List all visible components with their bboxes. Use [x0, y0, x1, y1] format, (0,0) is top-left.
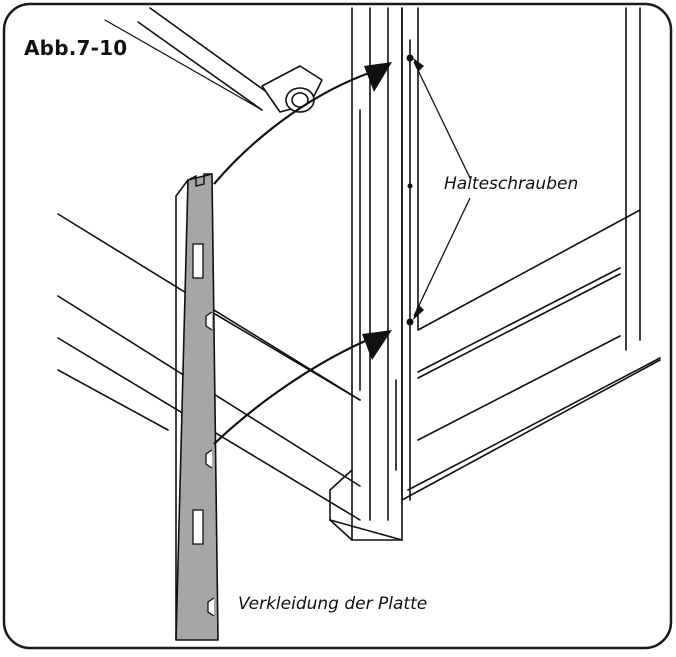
cabinet-outline	[57, 7, 661, 541]
figure-label: Abb.7-10	[24, 36, 128, 60]
figure-frame	[2, 2, 673, 650]
panel-callout: Verkleidung der Platte	[238, 594, 428, 614]
panel-cover	[175, 173, 219, 641]
screws-callout: Halteschrauben	[444, 174, 579, 194]
lower-arrow	[213, 336, 373, 445]
callout-leader-heads	[413, 58, 424, 320]
callout-leaders	[413, 61, 471, 317]
upper-screw-icon	[406, 54, 414, 62]
lower-screw-icon	[406, 318, 414, 326]
screw-markers	[406, 54, 414, 326]
mounting-arrows	[213, 70, 373, 445]
arrow-heads	[362, 62, 392, 360]
upper-arrow	[213, 70, 373, 185]
middle-screw-icon	[407, 183, 413, 189]
upper-arrow-head-icon	[364, 62, 392, 92]
lower-arrow-head-icon	[362, 330, 392, 360]
